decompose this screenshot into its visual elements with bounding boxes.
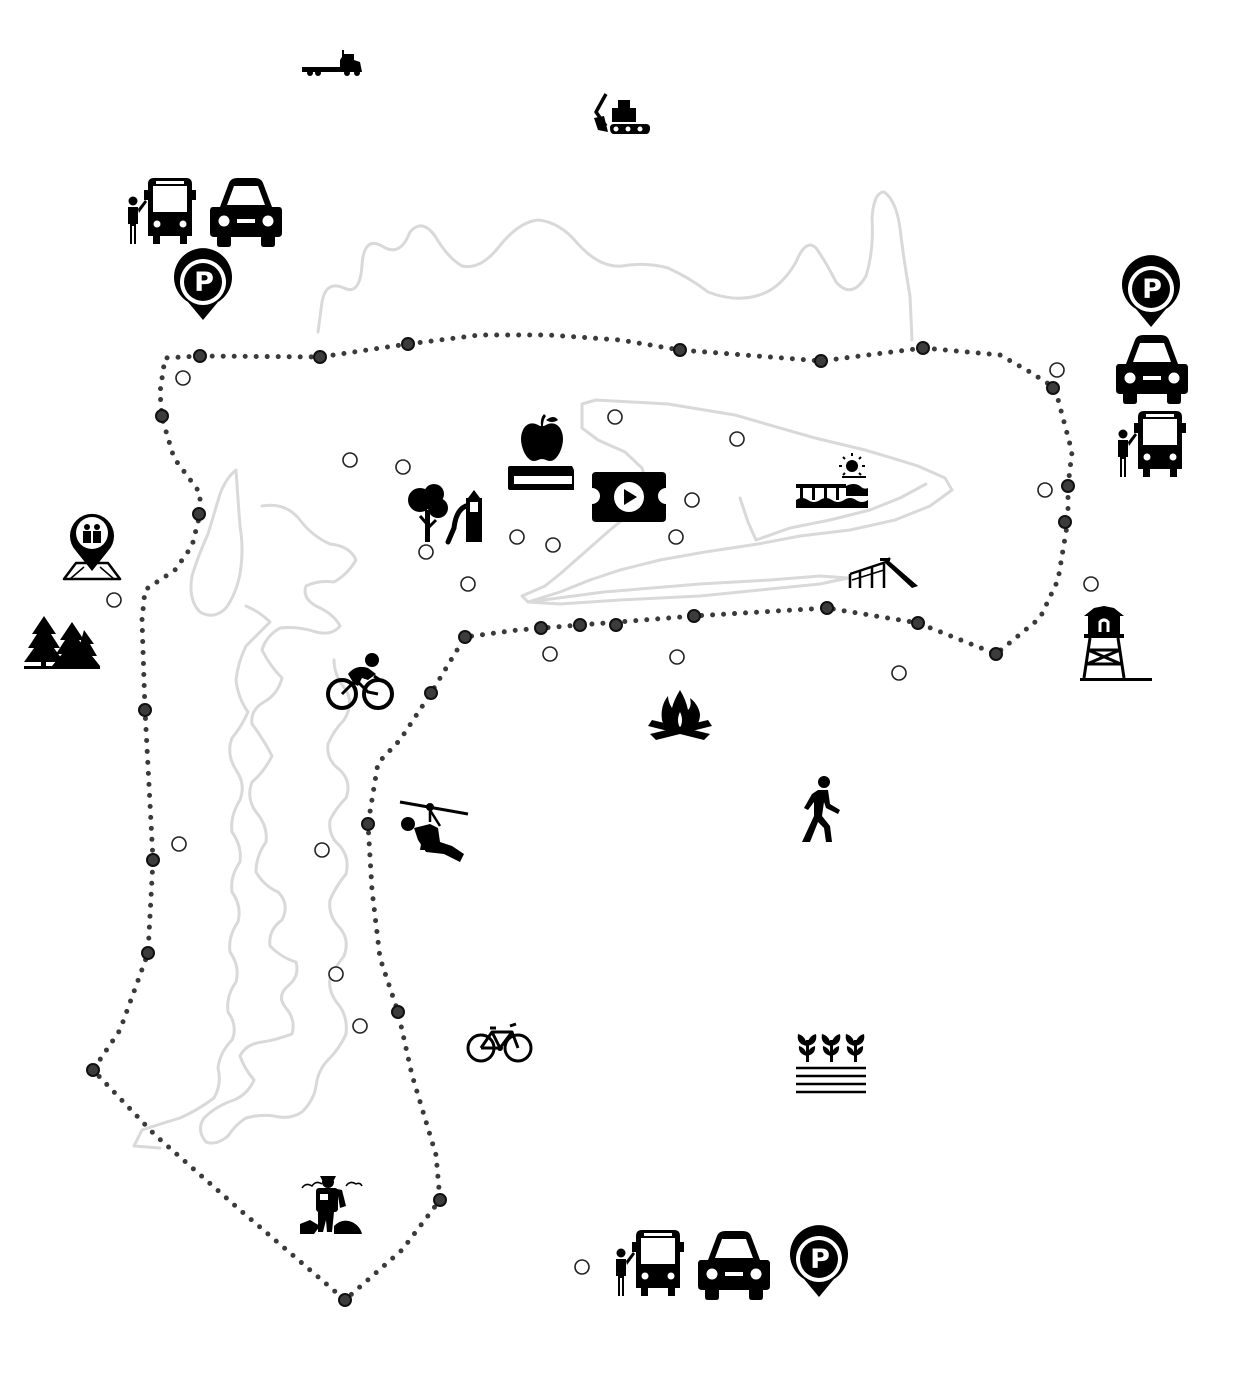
trail-waypoint xyxy=(338,1293,352,1307)
trail-waypoint xyxy=(989,647,1003,661)
trail-waypoint xyxy=(86,1063,100,1077)
contour-north xyxy=(316,190,914,342)
trail-waypoint xyxy=(391,1005,405,1019)
point-marker xyxy=(342,452,358,468)
trail-waypoint xyxy=(673,343,687,357)
trail-waypoint xyxy=(609,618,623,632)
hiker-photographer-icon xyxy=(300,1176,363,1234)
car-icon xyxy=(210,178,282,247)
point-marker xyxy=(891,665,907,681)
excavator-icon xyxy=(594,93,650,134)
contour-plateau xyxy=(520,398,954,604)
contour-west-valley xyxy=(199,503,358,1145)
point-marker xyxy=(669,649,685,665)
bicycle-icon xyxy=(466,1022,533,1063)
trail-waypoint xyxy=(820,601,834,615)
terrain-contours xyxy=(132,190,954,1150)
walking-icon xyxy=(802,776,840,842)
family-meeting-point-icon xyxy=(62,513,122,581)
cycling-icon xyxy=(326,653,394,710)
point-marker xyxy=(1037,482,1053,498)
trail-waypoint xyxy=(814,354,828,368)
trail-outer-loop xyxy=(89,332,1075,1304)
trail-waypoint xyxy=(361,817,375,831)
campfire-icon xyxy=(648,690,712,740)
trail-waypoint xyxy=(1061,479,1075,493)
trail-waypoint xyxy=(433,1193,447,1207)
contour-west-ridge xyxy=(132,604,272,1150)
point-marker xyxy=(729,431,745,447)
watchtower-icon xyxy=(1080,606,1152,681)
trail-waypoint xyxy=(534,621,548,635)
point-marker xyxy=(418,544,434,560)
trail-waypoint xyxy=(573,618,587,632)
point-marker xyxy=(106,592,122,608)
point-marker xyxy=(684,492,700,508)
trail-waypoint xyxy=(401,337,415,351)
pier-sunrise-icon xyxy=(796,453,868,508)
parking-pin-icon xyxy=(1122,255,1180,327)
playground-icon xyxy=(408,484,482,545)
point-marker xyxy=(1083,576,1099,592)
trail-waypoint xyxy=(192,507,206,521)
parking-pin-icon xyxy=(174,248,232,320)
zipline-icon xyxy=(399,800,469,862)
trail-waypoint xyxy=(313,350,327,364)
bus-stop-icon xyxy=(128,178,196,244)
point-marker xyxy=(668,529,684,545)
point-marker xyxy=(1049,362,1065,378)
parking-area-east xyxy=(1116,255,1188,477)
bus-stop-icon xyxy=(616,1230,684,1296)
point-markers xyxy=(106,362,1099,1275)
trail-waypoint xyxy=(458,630,472,644)
point-marker xyxy=(171,836,187,852)
trail-waypoint xyxy=(141,946,155,960)
trail-waypoint xyxy=(146,853,160,867)
trail-waypoint xyxy=(1046,381,1060,395)
forest-icon xyxy=(24,616,100,669)
trail-waypoint xyxy=(687,609,701,623)
point-marker xyxy=(607,409,623,425)
contour-spur xyxy=(526,574,850,606)
trail-waypoint xyxy=(1058,515,1072,529)
contour-west-lobe xyxy=(189,468,244,617)
trail-waypoint xyxy=(193,349,207,363)
contour-plateau-inner xyxy=(738,482,928,542)
parking-area-south xyxy=(616,1225,848,1300)
farm-field-icon xyxy=(796,1034,866,1094)
slide-ramp-icon xyxy=(848,557,918,588)
point-marker xyxy=(314,842,330,858)
education-apple-book-icon xyxy=(508,414,574,490)
point-marker xyxy=(352,1018,368,1034)
trail-waypoint xyxy=(424,686,438,700)
point-marker xyxy=(509,529,525,545)
trail-network xyxy=(86,332,1075,1307)
point-marker xyxy=(395,459,411,475)
trail-waypoint xyxy=(138,703,152,717)
parking-area-northwest xyxy=(128,178,282,320)
point-marker xyxy=(542,646,558,662)
point-marker xyxy=(328,966,344,982)
point-marker xyxy=(460,576,476,592)
bus-stop-icon xyxy=(1118,411,1186,477)
car-icon xyxy=(698,1231,770,1300)
point-marker xyxy=(175,370,191,386)
car-icon xyxy=(1116,335,1188,404)
trail-waypoint xyxy=(911,616,925,630)
trail-waypoint xyxy=(155,409,169,423)
video-ticket-icon xyxy=(592,472,666,522)
point-marker xyxy=(545,537,561,553)
parking-pin-icon xyxy=(790,1225,848,1297)
truck-icon xyxy=(302,50,362,76)
point-marker xyxy=(574,1259,590,1275)
trail-waypoint xyxy=(916,341,930,355)
